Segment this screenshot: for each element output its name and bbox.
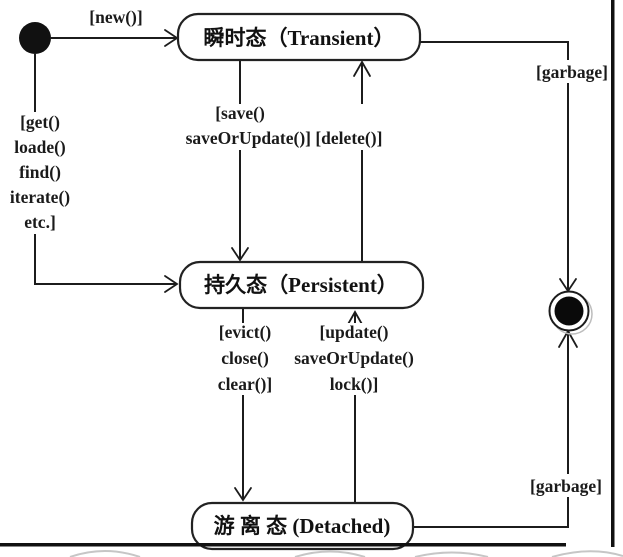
label-load-line5: etc.] (24, 212, 56, 232)
arrowhead-delete (353, 60, 371, 77)
label-update-line1: [update() (319, 322, 388, 342)
arrowhead-save (231, 247, 249, 262)
edge-garbage-bottom (413, 332, 569, 528)
state-detached-label: 游 离 态 (Detached) (214, 514, 391, 538)
label-update-line2: saveOrUpdate() (294, 348, 414, 368)
label-bg-save-delete (168, 104, 400, 150)
label-bg-evict-update (205, 323, 429, 395)
arrowhead-load (164, 275, 179, 293)
label-load-line3: find() (19, 162, 61, 182)
final-state-node (548, 290, 593, 335)
label-load-line2: loade() (14, 137, 66, 157)
label-bg-garbage-bottom (521, 474, 609, 497)
label-load-line4: iterate() (10, 187, 70, 207)
bottom-artifact-curve-2 (294, 550, 366, 557)
label-bg-load (2, 112, 80, 234)
label-save-delete-row2: saveOrUpdate()] [delete()] (186, 128, 383, 148)
arrowhead-evict (234, 487, 252, 502)
bottom-artifact-curve-3 (414, 551, 489, 557)
label-bg-garbage-top (530, 60, 614, 83)
label-update-line3: lock()] (330, 374, 379, 394)
bottom-artifact-curve-4 (551, 550, 623, 557)
state-persistent-box (178, 260, 425, 310)
right-border-line (611, 0, 615, 547)
label-evict-line1: [evict() (219, 322, 272, 342)
label-evict-line3: clear()] (218, 374, 272, 394)
label-new: [new()] (89, 7, 142, 27)
arrowhead-update (346, 310, 364, 327)
label-load-line1: [get() (20, 112, 60, 132)
bottom-artifact-curve-1 (69, 550, 141, 557)
state-transient-label: 瞬时态（Transient） (204, 26, 395, 50)
final-state-inner-dot (554, 296, 584, 326)
edge-garbage-top (420, 41, 569, 290)
state-persistent-label: 持久态（Persistent） (204, 273, 398, 297)
label-save-row1: [save() (215, 103, 265, 123)
state-transient-box (176, 12, 422, 62)
bottom-border-line (0, 543, 566, 547)
label-garbage-bottom: [garbage] (530, 476, 602, 496)
initial-state-node (19, 22, 51, 54)
label-garbage-top: [garbage] (536, 62, 608, 82)
label-evict-line2: close() (221, 348, 269, 368)
state-detached-box (190, 501, 415, 551)
